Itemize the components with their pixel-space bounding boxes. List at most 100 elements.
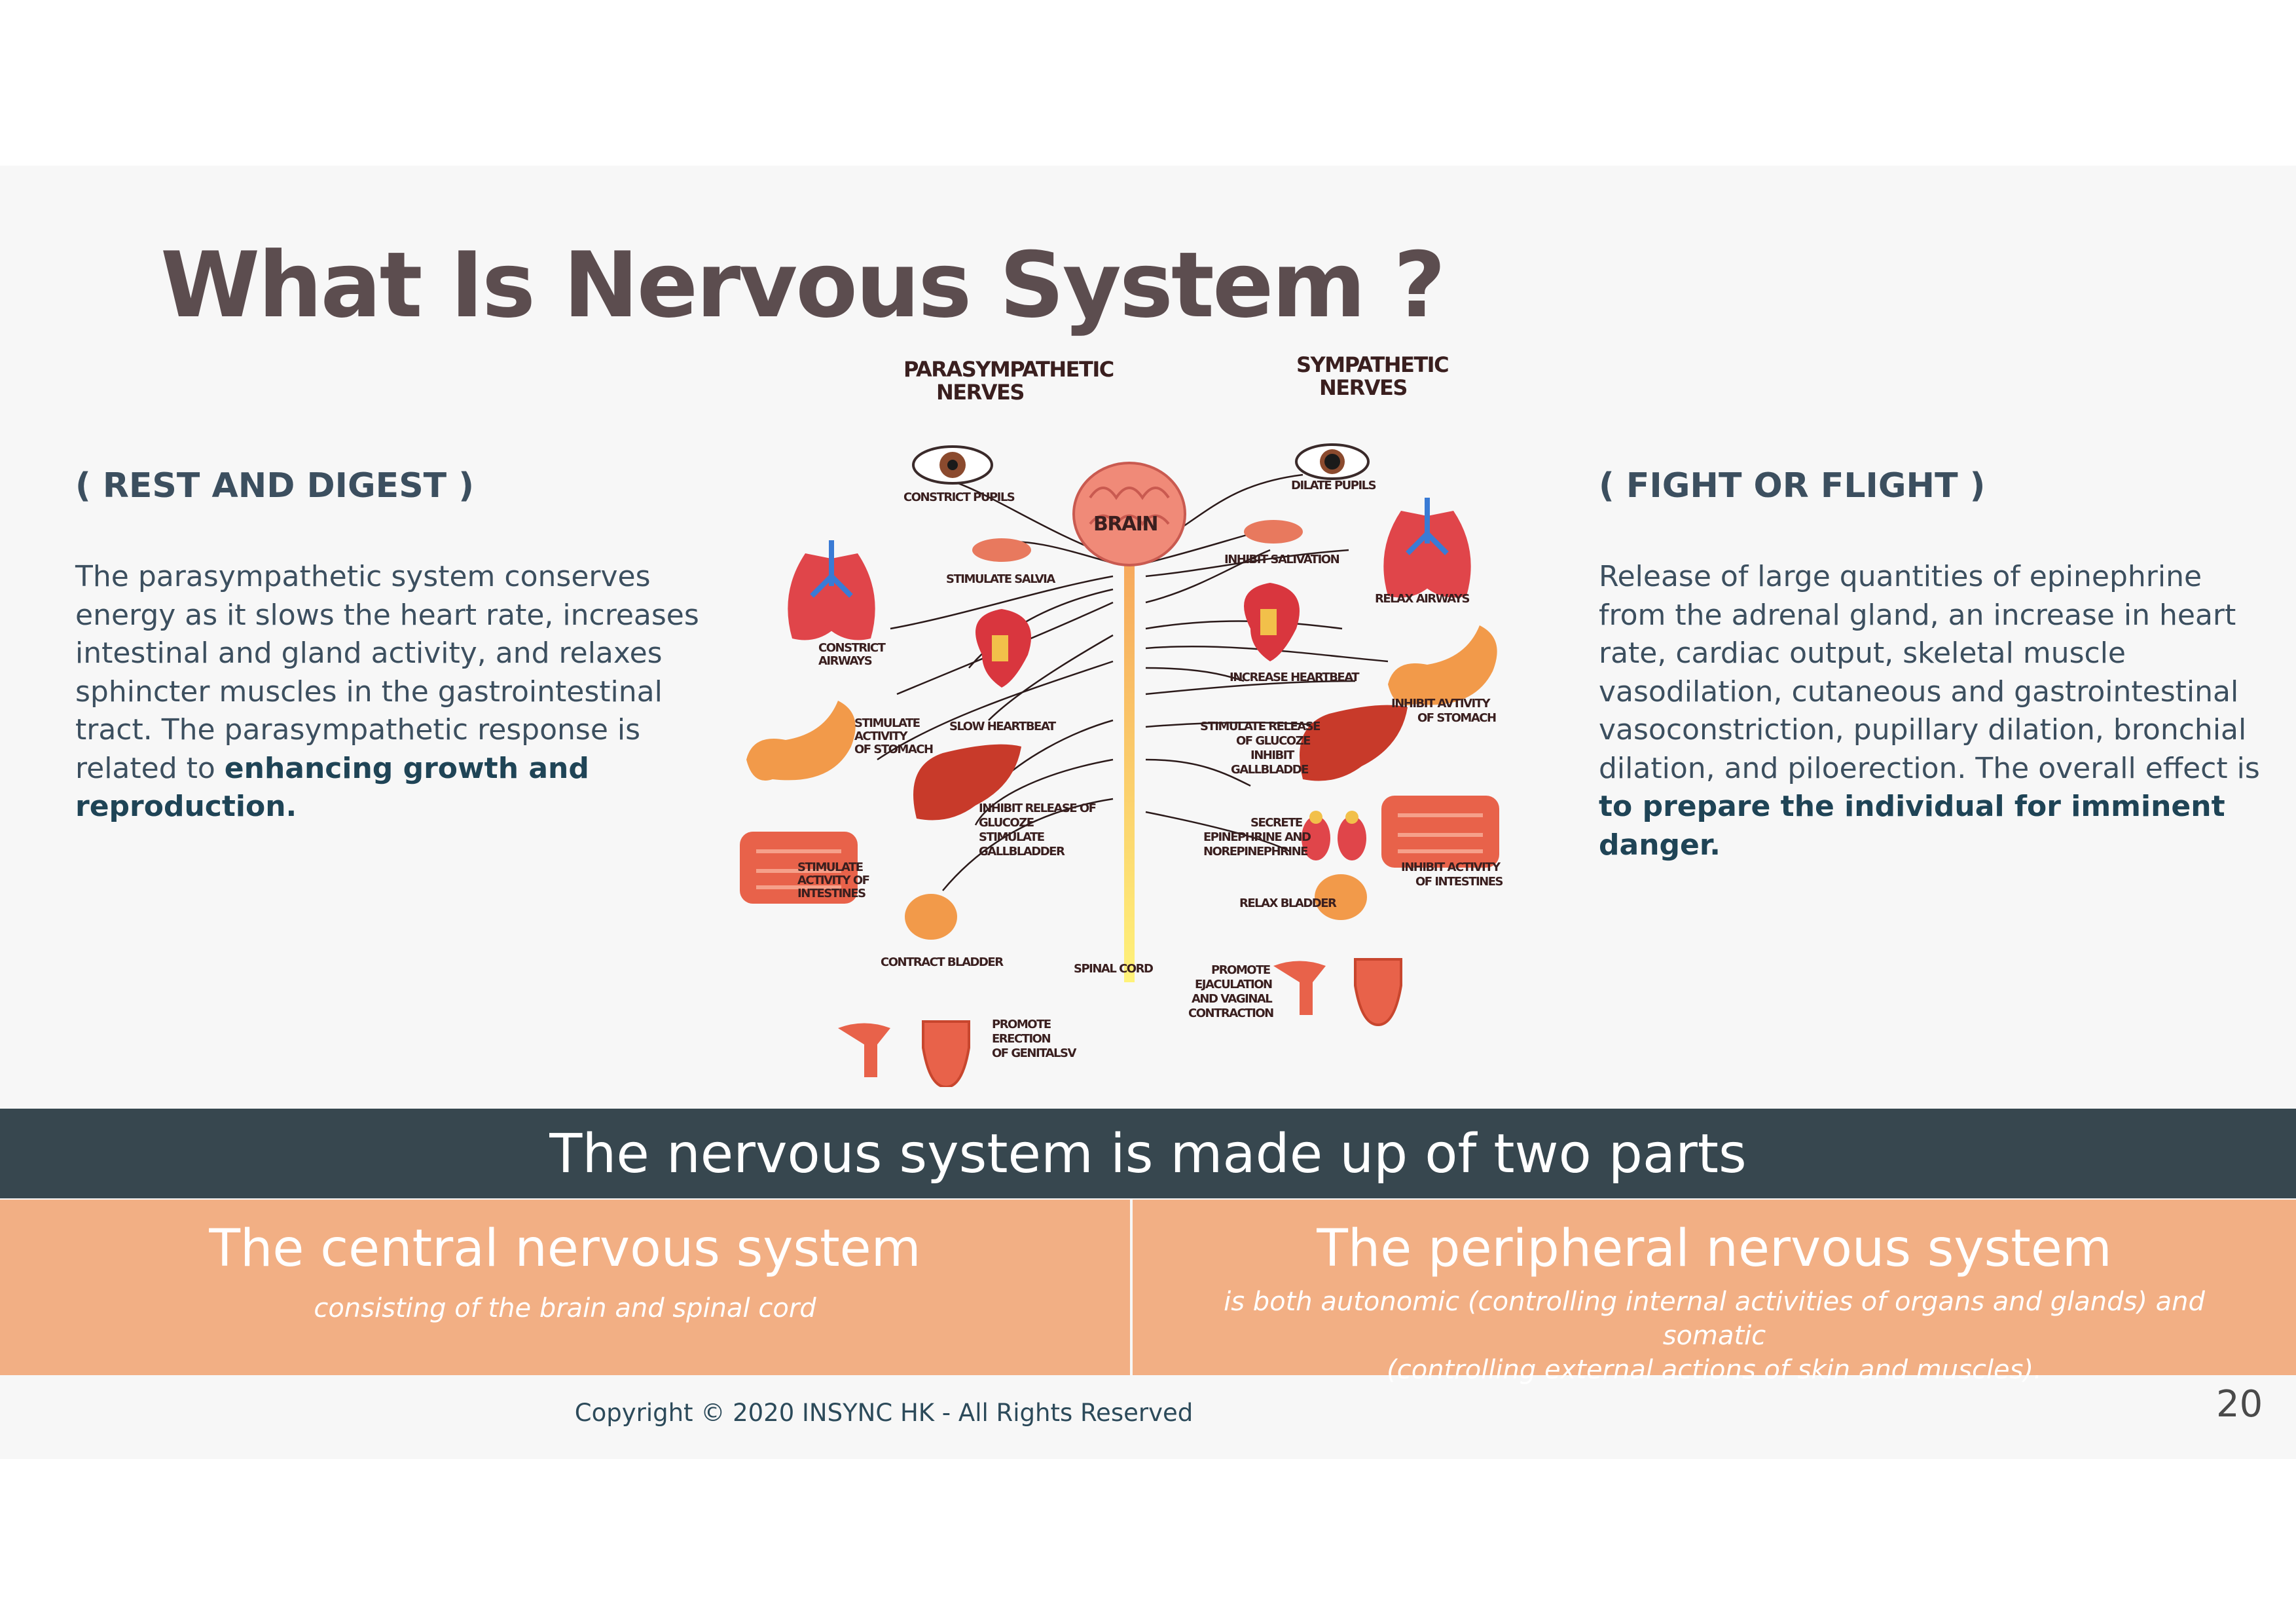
reproductive-icon <box>838 1020 970 1089</box>
label-promote-erection: PROMOTE <box>992 1018 1051 1031</box>
banner-text: The nervous system is made up of two par… <box>549 1123 1747 1185</box>
emphasis-text: reproduction. <box>75 790 297 823</box>
label-stimulate-intestines: STIMULATE <box>797 860 863 874</box>
central-title: The central nervous system <box>209 1219 921 1278</box>
peripheral-subtitle: is both autonomic (controlling internal … <box>1172 1285 2257 1387</box>
text-line: dilation, and piloerection. The overall … <box>1599 751 2260 785</box>
label-inhibit-glucose: INHIBIT RELEASE OF <box>979 802 1096 815</box>
label-stimulate-stomach: STIMULATE <box>854 716 920 730</box>
parasympathetic-description: The parasympathetic system conserves ene… <box>75 558 730 826</box>
copyright-text: Copyright © 2020 INSYNC HK - All Rights … <box>574 1399 1194 1427</box>
emphasis-text: danger. <box>1599 828 1721 862</box>
peripheral-title: The peripheral nervous system <box>1317 1219 2112 1278</box>
liver-icon <box>913 744 1021 821</box>
text-line: Release of large quantities of epinephri… <box>1599 560 2202 593</box>
label-inhibit-glucose-3: STIMULATE <box>979 830 1044 844</box>
diagram-svg: PARASYMPATHETIC NERVES SYMPATHETIC NERVE… <box>740 352 1504 1089</box>
lungs-icon <box>788 540 875 640</box>
text-line: tract. The parasympathetic response is <box>75 713 641 747</box>
fight-or-flight-heading: ( FIGHT OR FLIGHT ) <box>1599 466 1986 506</box>
sympathetic-title: SYMPATHETIC <box>1296 354 1448 377</box>
label-inhibit-stomach: INHIBIT AVTIVITY <box>1391 697 1491 710</box>
label-constrict-pupils: CONSTRICT PUPILS <box>903 490 1015 504</box>
intestines-icon <box>740 832 858 904</box>
label-inhibit-salivation: INHIBIT SALIVATION <box>1224 553 1339 566</box>
text-line: sphincter muscles in the gastrointestina… <box>75 674 663 709</box>
label-slow-heartbeat: SLOW HEARTBEAT <box>949 720 1057 733</box>
reproductive-icon <box>1273 958 1402 1027</box>
label-promote-ejaculation-3: AND VAGINAL <box>1192 992 1272 1006</box>
bladder-icon <box>1315 874 1367 920</box>
text-line: energy as it slows the heart rate, incre… <box>75 598 699 632</box>
label-promote-ejaculation: PROMOTE <box>1211 963 1270 977</box>
label-dilate-pupils: DILATE PUPILS <box>1291 479 1376 492</box>
label-stimulate-intestines-3: INTESTINES <box>797 887 866 900</box>
label-stimulate-stomach-2: ACTIVITY <box>854 729 909 743</box>
intestines-icon <box>1381 796 1499 868</box>
lungs-icon <box>1383 498 1471 598</box>
text-line: related to enhancing growth and <box>75 750 730 788</box>
label-inhibit-stomach-2: OF STOMACH <box>1417 711 1496 725</box>
brain-label: BRAIN <box>1093 513 1157 536</box>
label-stimulate-glucose: STIMULATE RELEASE <box>1200 720 1320 733</box>
central-nervous-system-panel: The central nervous system consisting of… <box>0 1200 1130 1375</box>
kidneys-icon <box>1302 811 1366 860</box>
sympathetic-title-2: NERVES <box>1319 375 1407 400</box>
eye-icon <box>912 445 993 485</box>
mouth-icon <box>972 538 1031 562</box>
label-promote-ejaculation-2: EJACULATION <box>1195 978 1272 991</box>
peripheral-nervous-system-panel: The peripheral nervous system is both au… <box>1133 1200 2296 1385</box>
text-line: The parasympathetic system conserves <box>75 560 651 593</box>
text-line: vasoconstriction, pupillary dilation, br… <box>1599 713 2247 747</box>
bladder-icon <box>905 894 957 940</box>
text-line: vasodilation, cutaneous and gastrointest… <box>1599 674 2239 709</box>
label-stimulate-intestines-2: ACTIVITY OF <box>797 874 869 887</box>
parasympathetic-title-2: NERVES <box>936 380 1024 405</box>
label-constrict-airways-2: AIRWAYS <box>818 654 872 668</box>
text-line: reproduction. <box>75 788 730 826</box>
label-stimulate-glucose-3: INHIBIT <box>1250 748 1295 762</box>
label-stimulate-salvia: STIMULATE SALVIA <box>946 572 1055 586</box>
text-line: rate, cardiac output, skeletal muscle <box>1599 637 2126 670</box>
heart-icon <box>1244 583 1300 661</box>
page-number: 20 <box>2216 1383 2263 1426</box>
label-stimulate-glucose-4: GALLBLADDE <box>1231 763 1308 777</box>
label-relax-bladder: RELAX BLADDER <box>1239 896 1337 910</box>
label-inhibit-intestines: INHIBIT ACTIVITY <box>1401 860 1501 874</box>
spinal-cord <box>1124 530 1135 982</box>
label-secrete-2: EPINEPHRINE AND <box>1203 830 1311 844</box>
label-stimulate-glucose-2: OF GLUCOZE <box>1236 734 1310 748</box>
parasympathetic-title: PARASYMPATHETIC <box>903 357 1114 382</box>
label-secrete-3: NOREPINEPHRINE <box>1203 845 1307 858</box>
text-line: intestinal and gland activity, and relax… <box>75 637 663 670</box>
stomach-icon <box>1388 625 1497 705</box>
parts-banner: The nervous system is made up of two par… <box>0 1109 2296 1198</box>
label-relax-airways: RELAX AIRWAYS <box>1375 592 1469 606</box>
label-promote-erection-2: ERECTION <box>992 1032 1050 1046</box>
label-inhibit-intestines-2: OF INTESTINES <box>1415 875 1503 889</box>
label-inhibit-glucose-4: GALLBLADDER <box>979 845 1065 858</box>
label-increase-heartbeat: INCREASE HEARTBEAT <box>1230 671 1360 684</box>
label-constrict-airways: CONSTRICT <box>818 641 886 655</box>
text-line: danger. <box>1599 826 2273 865</box>
eye-icon <box>1295 443 1370 480</box>
label-secrete: SECRETE <box>1250 816 1302 830</box>
mouth-icon <box>1244 520 1303 544</box>
liver-icon <box>1300 705 1408 781</box>
heart-icon <box>975 609 1031 688</box>
emphasis-text: to prepare the individual for imminent <box>1599 790 2225 823</box>
page-title: What Is Nervous System ? <box>160 232 1446 338</box>
central-subtitle: consisting of the brain and spinal cord <box>314 1293 816 1323</box>
text-line: from the adrenal gland, an increase in h… <box>1599 598 2236 632</box>
label-inhibit-glucose-2: GLUCOZE <box>979 816 1034 830</box>
nervous-system-diagram: PARASYMPATHETIC NERVES SYMPATHETIC NERVE… <box>727 352 1552 1089</box>
sympathetic-description: Release of large quantities of epinephri… <box>1599 558 2273 864</box>
emphasis-text: enhancing growth and <box>224 751 589 785</box>
subtitle-line: (controlling external actions of skin an… <box>1387 1355 2042 1385</box>
spinal-cord-label: SPINAL CORD <box>1074 962 1153 976</box>
label-stimulate-stomach-3: OF STOMACH <box>854 743 933 756</box>
label-promote-erection-3: OF GENITALSV <box>992 1046 1076 1060</box>
label-contract-bladder: CONTRACT BLADDER <box>881 955 1004 969</box>
stomach-icon <box>746 701 856 781</box>
rest-and-digest-heading: ( REST AND DIGEST ) <box>75 466 474 506</box>
